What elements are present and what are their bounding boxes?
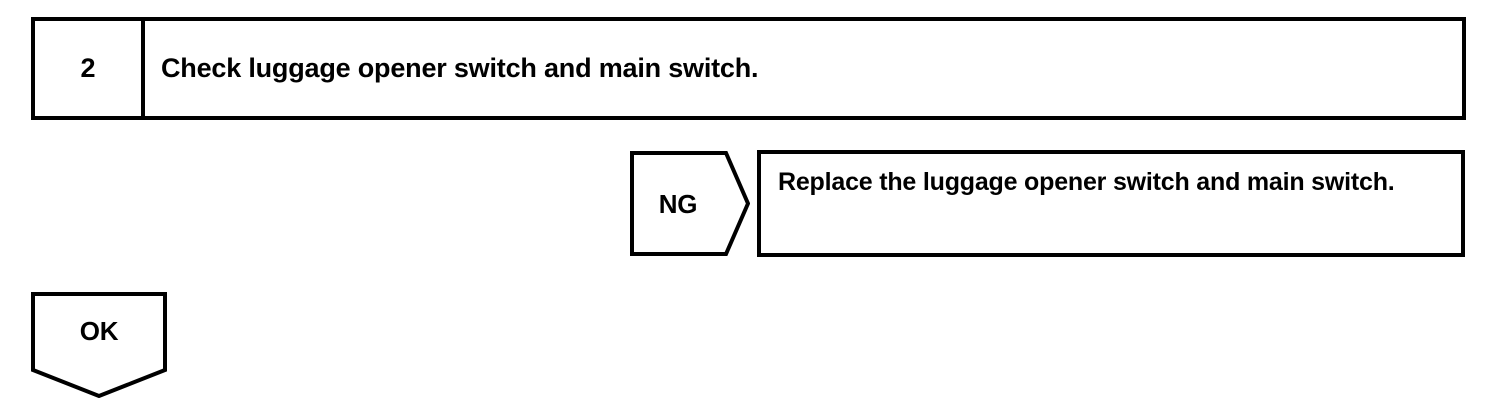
branch-ng-label: NG: [658, 188, 698, 219]
ng-action-text: Replace the luggage opener switch and ma…: [778, 168, 1395, 196]
ng-action-box: Replace the luggage opener switch and ma…: [757, 150, 1465, 257]
pentagon-right-icon: [630, 151, 750, 256]
pentagon-down-icon: [31, 292, 167, 398]
step-number: 2: [80, 53, 96, 83]
branch-ok-label: OK: [79, 316, 119, 346]
step-row: 2 Check luggage opener switch and main s…: [31, 17, 1466, 120]
step-number-cell: 2: [35, 21, 145, 116]
step-instruction-text: Check luggage opener switch and main swi…: [161, 53, 759, 83]
step-instruction-cell: Check luggage opener switch and main swi…: [145, 21, 1462, 116]
branch-ok-pentagon: OK: [31, 292, 167, 398]
branch-ng-pentagon: NG: [630, 151, 750, 256]
